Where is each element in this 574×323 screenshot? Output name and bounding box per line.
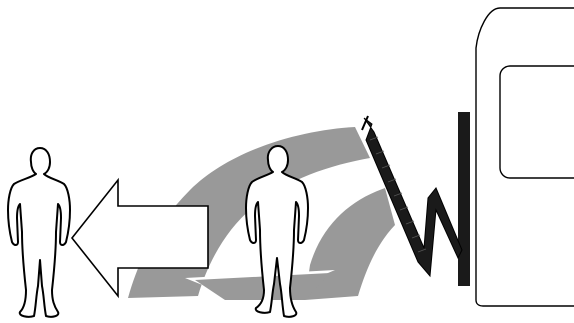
van-window (500, 66, 574, 178)
door-hinge-post (458, 112, 470, 286)
person-silhouette-left (8, 148, 70, 317)
van-rear-outline (476, 8, 574, 306)
